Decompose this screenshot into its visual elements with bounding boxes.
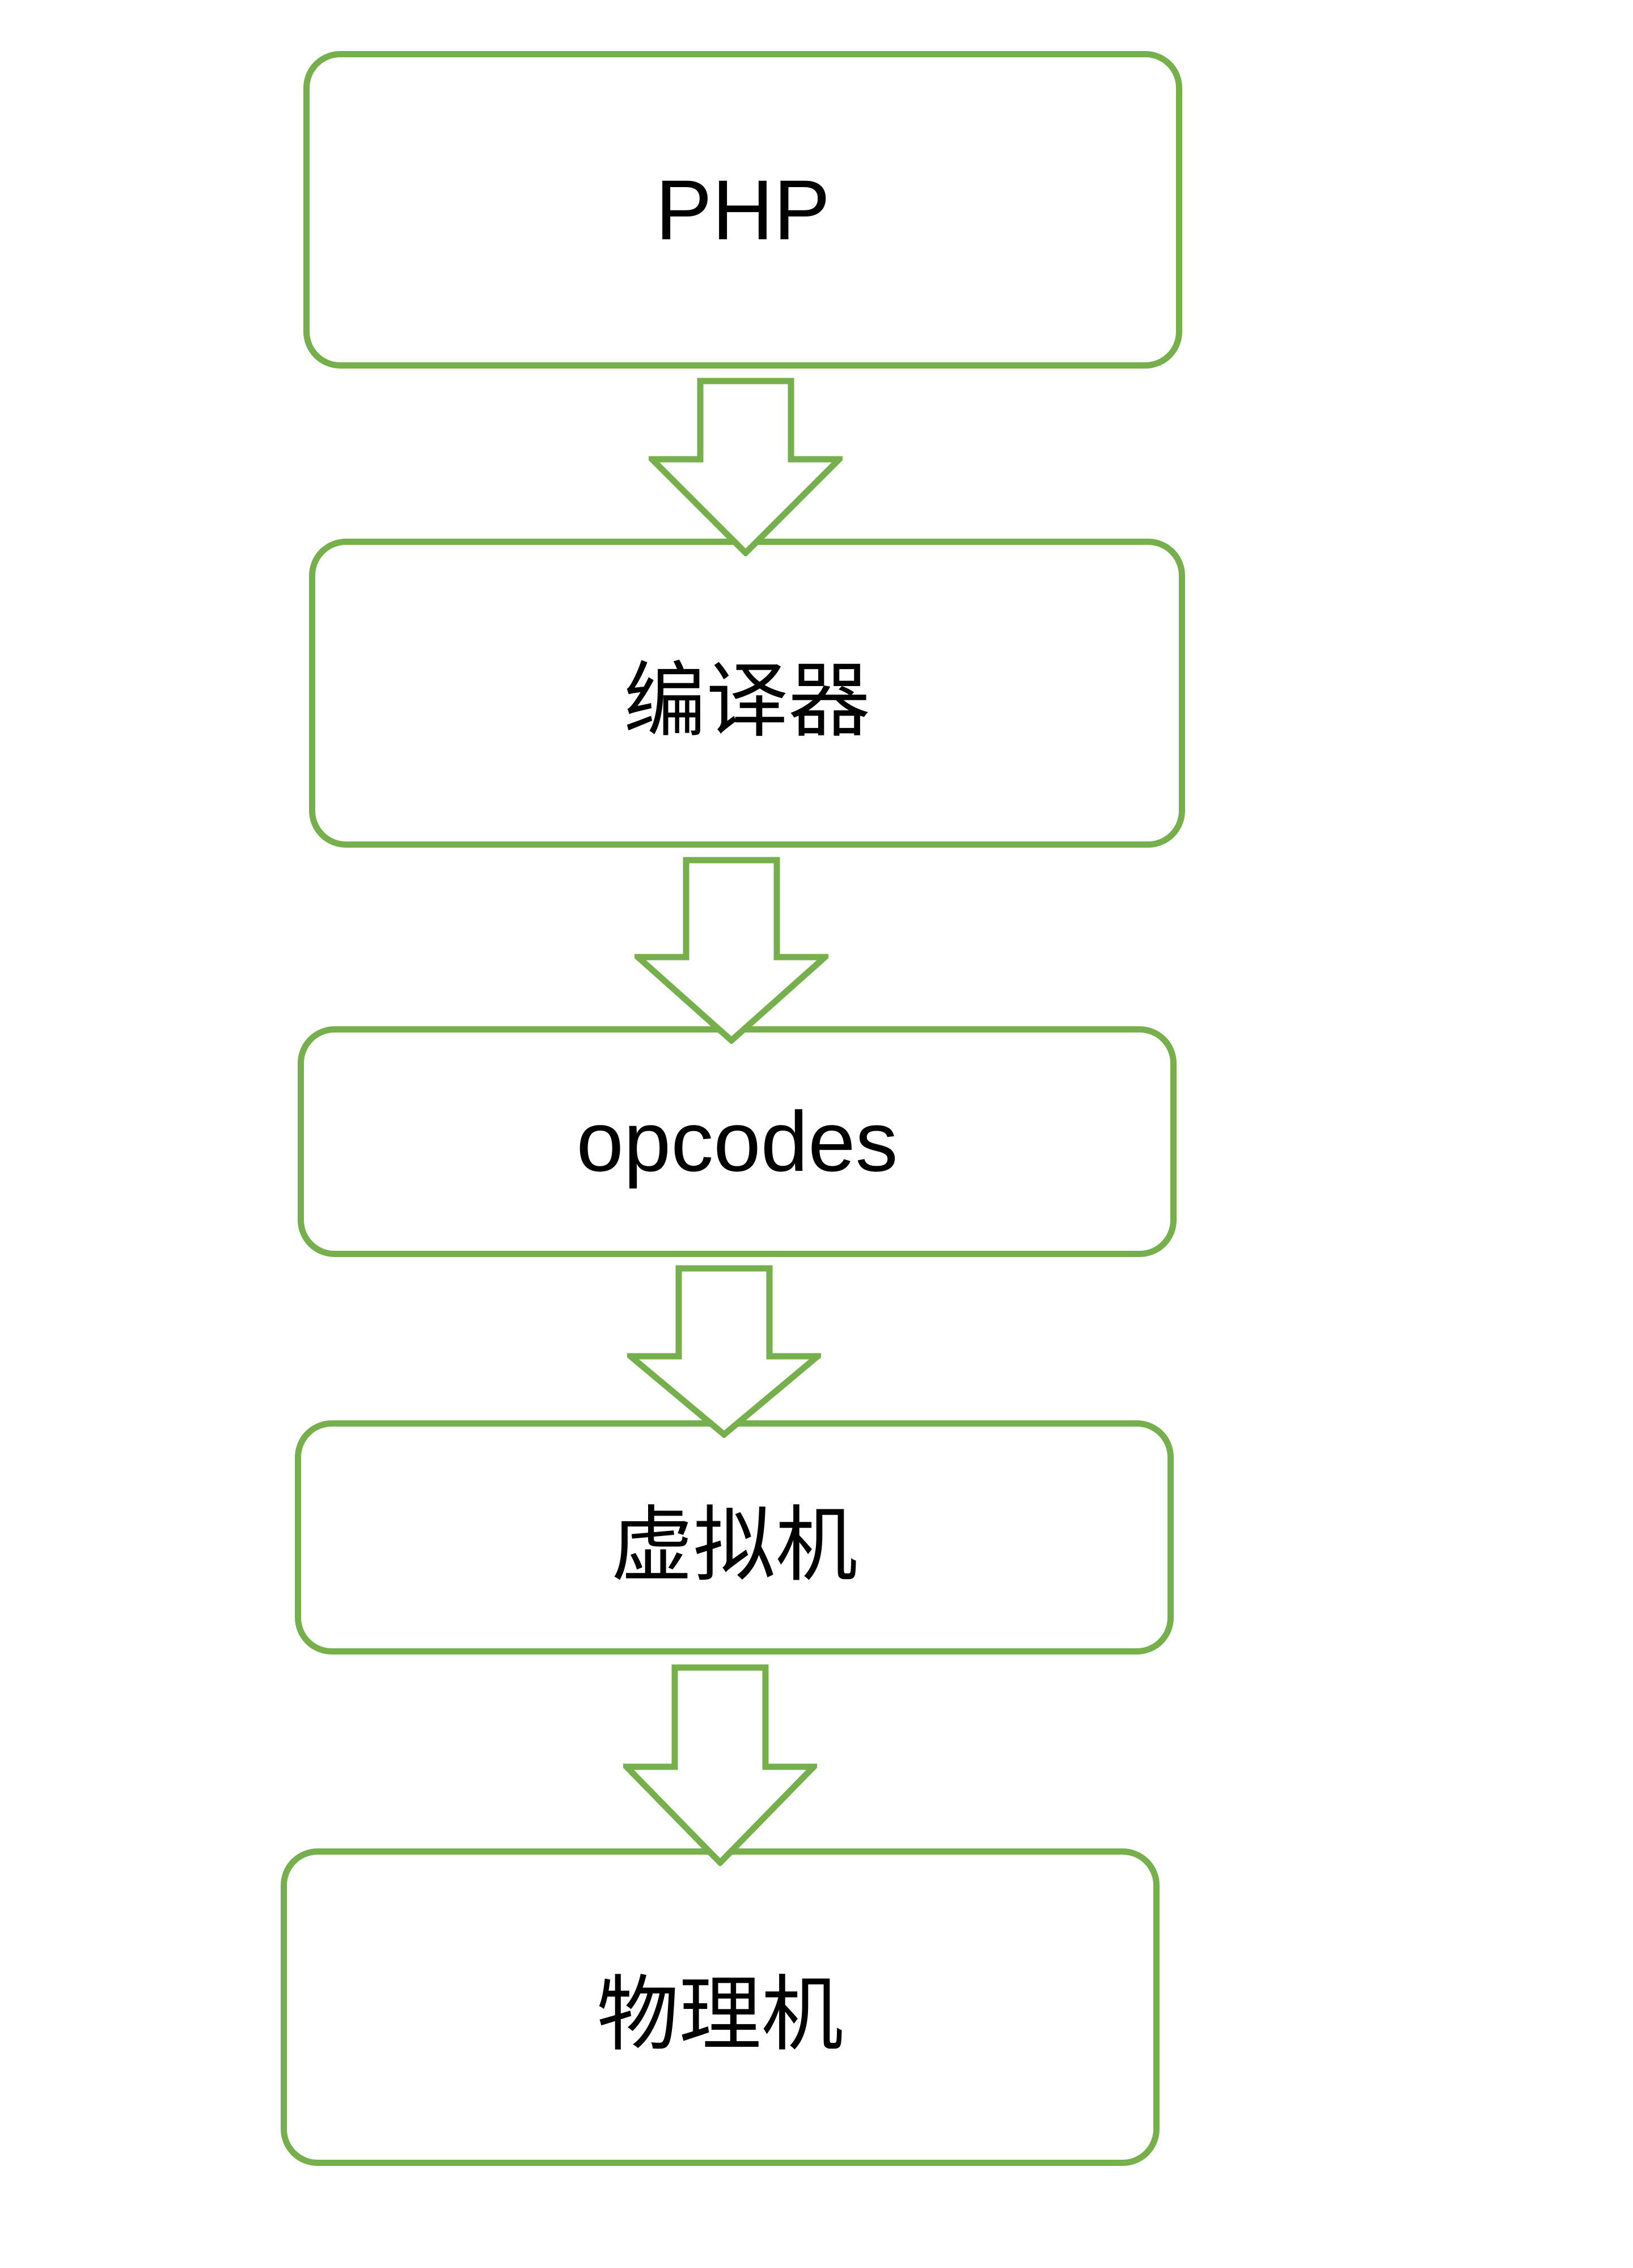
node-label: 虚拟机	[611, 1497, 858, 1593]
node-virtual-machine: 虚拟机	[295, 1420, 1174, 1655]
down-arrow	[634, 857, 828, 1044]
node-opcodes: opcodes	[298, 1026, 1177, 1257]
node-physical-machine: 物理机	[281, 1848, 1160, 2166]
node-php: PHP	[303, 51, 1182, 369]
down-arrow	[627, 1265, 821, 1438]
down-arrow	[649, 378, 843, 556]
node-label: PHP	[655, 162, 831, 257]
node-label: 编译器	[624, 653, 870, 749]
node-label: opcodes	[576, 1094, 898, 1189]
node-label: 物理机	[596, 1967, 844, 2063]
down-arrow	[623, 1664, 817, 1866]
node-compiler: 编译器	[309, 539, 1185, 848]
